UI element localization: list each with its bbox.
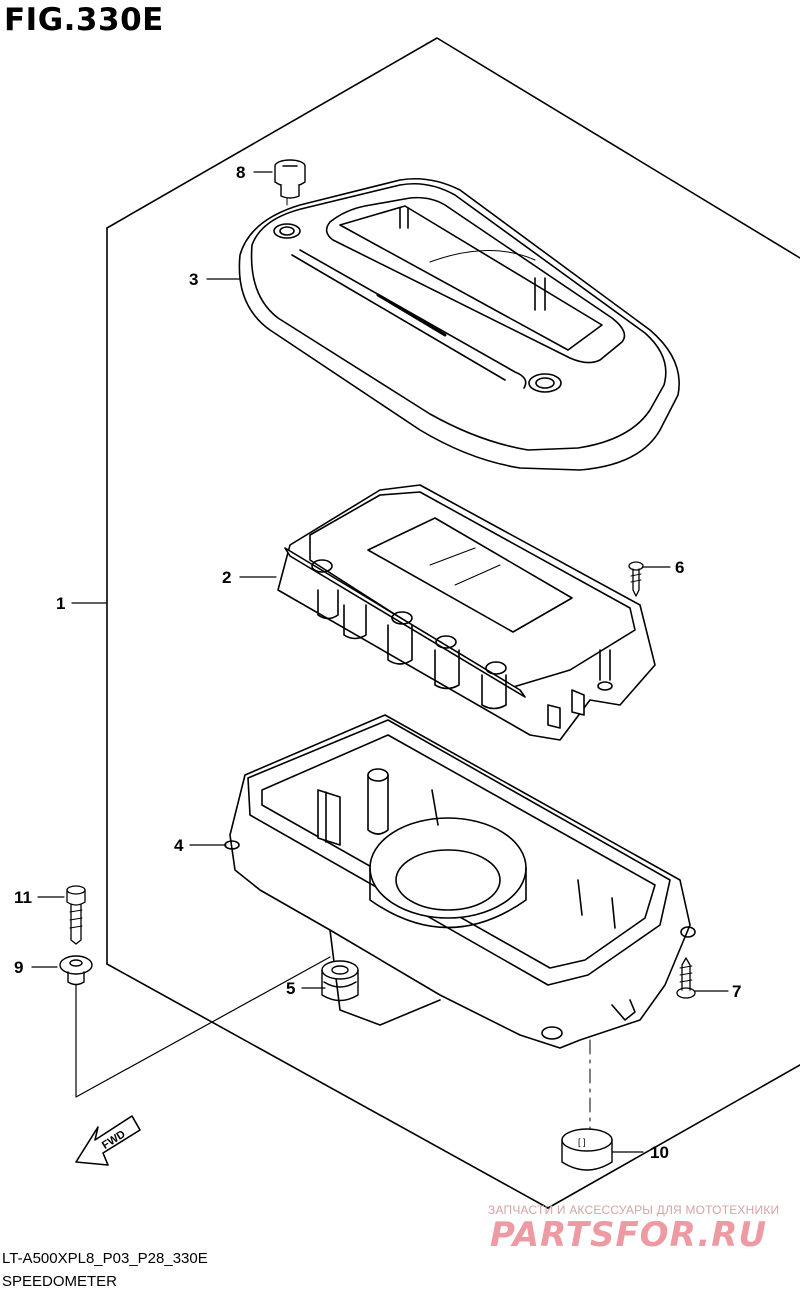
- part-6-screw: [628, 561, 644, 597]
- assembly-outline: [106, 37, 800, 259]
- align-line-9-11: [75, 956, 331, 1098]
- assembly-outline-right: [547, 1064, 800, 1209]
- callout-7: 7: [732, 982, 742, 1001]
- part-2-meter-unit: [277, 484, 656, 741]
- callout-1: 1: [56, 594, 66, 613]
- part-8-screw: [274, 159, 306, 199]
- svg-text:[ ]: [ ]: [578, 1137, 586, 1147]
- part-10-cap: [ ]: [561, 1128, 613, 1171]
- callout-8: 8: [236, 163, 246, 182]
- callout-11: 11: [14, 888, 32, 907]
- fwd-arrow-icon: FWD: [75, 1115, 141, 1166]
- footer-part-name: SPEEDOMETER: [2, 1273, 118, 1290]
- callout-4: 4: [174, 836, 184, 855]
- part-5-grommet: [321, 960, 359, 1002]
- assembly-outline-bottom: [106, 963, 549, 1209]
- callout-2: 2: [222, 568, 232, 587]
- callout-6: 6: [675, 558, 685, 577]
- watermark-caption: ЗАПЧАСТИ И АКСЕССУАРЫ ДЛЯ МОТОТЕХНИКИ: [488, 1203, 780, 1217]
- part-11-bolt: [66, 885, 86, 945]
- watermark-logo: PARTSFOR.RU: [490, 1215, 768, 1255]
- footer-model-code: LT-A500XPL8_P03_P28_330E: [2, 1250, 208, 1267]
- callout-5: 5: [286, 979, 296, 998]
- callout-9: 9: [14, 958, 24, 977]
- callout-3: 3: [189, 270, 199, 289]
- figure-title: FIG.330E: [4, 2, 164, 38]
- part-3-cover: [238, 177, 680, 471]
- part-9-washer: [59, 955, 93, 986]
- part-7-screw: [676, 957, 696, 999]
- part-4-case: [224, 714, 696, 1049]
- callout-10: 10: [650, 1143, 669, 1162]
